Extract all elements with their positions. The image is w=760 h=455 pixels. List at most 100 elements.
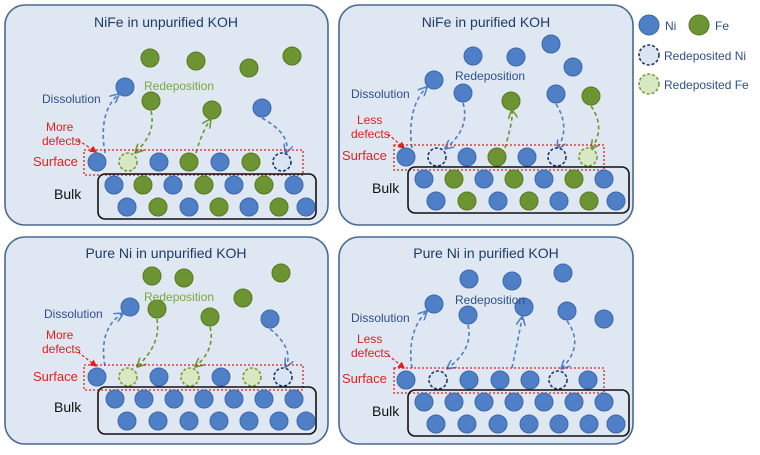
redeposition-arrow (269, 328, 288, 366)
bulk-ni-atom (414, 392, 434, 412)
surface-box (83, 149, 304, 176)
bulk-ni-atom (239, 411, 259, 431)
dissolved-ni-atom (115, 77, 135, 97)
solution-ni-atom (553, 263, 573, 283)
solution-ni-atom (546, 84, 566, 104)
bulk-ni-atom (239, 197, 259, 217)
bulk-ni-atom (444, 392, 464, 412)
bulk-ni-atom (105, 389, 125, 409)
bulk-box (407, 389, 630, 437)
redeposition-arrow (446, 102, 466, 148)
bulk-ni-atom (163, 175, 183, 195)
bulk-ni-atom (296, 411, 316, 431)
defects-label-line-1: Less (357, 332, 382, 346)
bulk-ni-atom (564, 392, 584, 412)
redeposited-ni-atom (427, 147, 447, 167)
surface-ni-atom (149, 367, 169, 387)
legend-ni-swatch (638, 14, 660, 36)
redeposition-label: Redeposition (144, 290, 214, 304)
bulk-ni-atom (549, 414, 569, 434)
dissolved-ni-atom (424, 70, 444, 90)
redeposited-ni-atom (548, 370, 568, 390)
bulk-box (407, 166, 630, 214)
redeposited-fe-atom (578, 147, 598, 167)
bulk-label: Bulk (372, 403, 400, 419)
solution-ni-atom (453, 83, 473, 103)
bulk-fe-atom (519, 191, 539, 211)
bulk-fe-atom (133, 175, 153, 195)
panel-title: Pure Ni in purified KOH (413, 245, 559, 261)
surface-ni-atom (520, 370, 540, 390)
bulk-ni-atom (606, 414, 626, 434)
solution-ni-atom (463, 46, 483, 66)
defects-label: Less defects (351, 113, 390, 141)
defects-pointer (77, 139, 98, 153)
bulk-fe-atom (269, 197, 289, 217)
surface-ni-atom (490, 370, 510, 390)
dissolution-label: Dissolution (42, 92, 101, 106)
solution-fe-atom (186, 51, 206, 71)
surface-ni-atom (396, 147, 416, 167)
solution-fe-atom (282, 46, 302, 66)
surface-ni-atom (210, 152, 230, 172)
bulk-ni-atom (284, 175, 304, 195)
redeposited-ni-atom (272, 152, 292, 172)
redeposition-label: Redeposition (455, 293, 525, 307)
dissolution-label: Dissolution (351, 311, 410, 325)
defects-label-line-1: Less (357, 113, 382, 127)
bulk-ni-atom (209, 411, 229, 431)
solution-ni-atom (459, 269, 479, 289)
bulk-ni-atom (579, 414, 599, 434)
defects-label-line-2: defects (42, 342, 81, 356)
bulk-box (97, 386, 317, 435)
defects-label-line-1: More (46, 120, 74, 134)
bulk-fe-atom (148, 197, 168, 217)
bulk-label: Bulk (54, 186, 82, 202)
solution-fe-atom (233, 288, 253, 308)
bulk-ni-atom (594, 392, 614, 412)
solution-fe-atom (200, 307, 220, 327)
surface-box (393, 367, 605, 394)
surface-ni-atom (578, 370, 598, 390)
legend: Ni Fe Redeposited Ni Redeposited Fe (638, 14, 749, 95)
defects-label: More defects (42, 120, 81, 148)
surface-label: Surface (33, 369, 78, 384)
bulk-label: Bulk (372, 180, 400, 196)
redeposited-fe-atom (242, 367, 262, 387)
bulk-ni-atom (134, 389, 154, 409)
dissolution-arrow (409, 88, 426, 149)
bulk-box (97, 173, 317, 220)
defects-label-line-1: More (46, 328, 74, 342)
bulk-ni-atom (414, 169, 434, 189)
redeposition-arrow (591, 105, 599, 148)
solution-ni-atom (594, 309, 614, 329)
bulk-ni-atom (224, 389, 244, 409)
surface-fe-atom (487, 147, 507, 167)
redeposition-arrow (195, 120, 210, 154)
bulk-ni-atom (488, 414, 508, 434)
bulk-ni-atom (148, 411, 168, 431)
redeposited-ni-atom (428, 370, 448, 390)
bulk-ni-atom (164, 389, 184, 409)
bulk-ni-atom (606, 191, 626, 211)
redeposited-fe-atom (180, 367, 200, 387)
panel-nife-unpurified: NiFe in unpurified KOH Dissolution Redep… (4, 4, 329, 226)
solution-ni-atom (252, 98, 272, 118)
bulk-ni-atom (179, 197, 199, 217)
surface-ni-atom (517, 147, 537, 167)
solution-fe-atom (140, 48, 160, 68)
surface-label: Surface (342, 371, 387, 386)
redeposition-arrow (448, 324, 470, 368)
redeposition-arrow (504, 111, 512, 149)
dissolution-arrow (102, 95, 118, 154)
defects-label-line-2: defects (42, 134, 81, 148)
dissolved-ni-atom (120, 297, 140, 317)
bulk-ni-atom (457, 414, 477, 434)
bulk-ni-atom (224, 175, 244, 195)
bulk-ni-atom (104, 175, 124, 195)
panel-title: NiFe in purified KOH (422, 14, 550, 30)
bulk-label: Bulk (54, 399, 82, 415)
surface-box (83, 364, 304, 391)
bulk-ni-atom (474, 392, 494, 412)
